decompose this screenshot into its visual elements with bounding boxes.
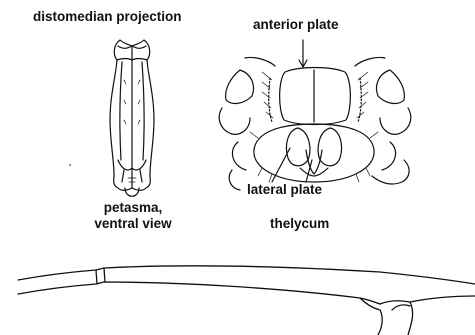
thelycum-label: thelycum [270,216,329,232]
petasma-label-line1: petasma, [58,200,208,216]
lateral-plate-label: lateral plate [247,182,322,198]
stray-dot [69,164,71,166]
petasma-drawing [110,40,154,196]
distomedian-projection-label: distomedian projection [33,9,182,25]
petasma-label-line2: ventral view [58,216,208,232]
anterior-plate-label: anterior plate [253,17,339,33]
petasma-label: petasma, ventral view [58,200,208,232]
appendage-drawing [18,266,475,335]
thelycum-drawing [219,40,411,190]
anterior-plate-shape [280,68,351,125]
